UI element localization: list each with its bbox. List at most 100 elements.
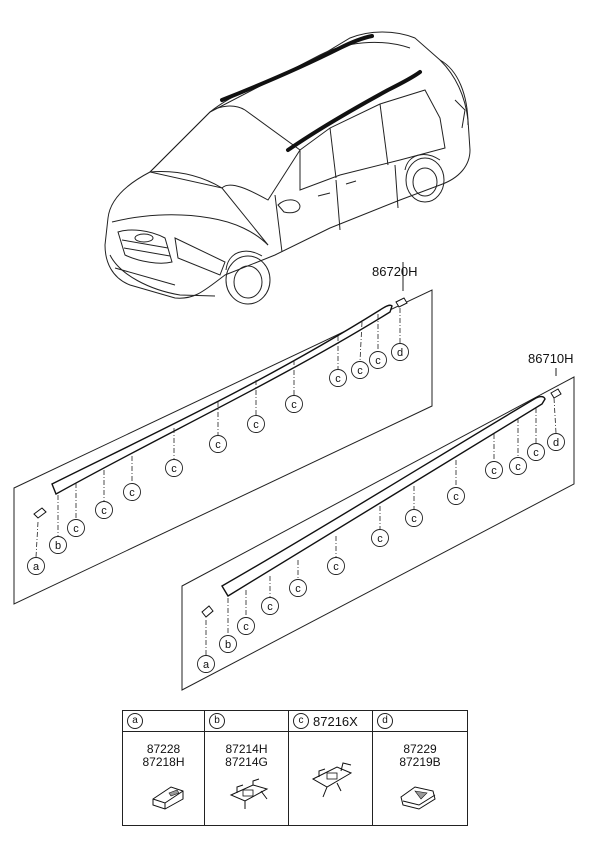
end-cap-a-part-image bbox=[152, 786, 184, 810]
callout-c: c bbox=[447, 487, 465, 505]
vehicle-roof-rails bbox=[220, 34, 422, 152]
callout-letter: c bbox=[243, 621, 249, 633]
legend-code: 87229 bbox=[403, 742, 437, 756]
callout-letter: c bbox=[453, 491, 459, 503]
callout-c: c bbox=[369, 351, 387, 369]
callout-letter: c bbox=[267, 601, 273, 613]
legend-code: 87228 bbox=[146, 742, 181, 756]
callout-c: c bbox=[123, 483, 141, 501]
callout-circle bbox=[67, 519, 85, 537]
callout-letter: c bbox=[73, 523, 79, 535]
clip-c-part-image bbox=[311, 762, 353, 798]
callout-c: c bbox=[327, 557, 345, 575]
callout-c: c bbox=[247, 415, 265, 433]
legend-codes-a: 87228 87218H bbox=[123, 743, 204, 769]
legend-codes-b: 87214H 87214G bbox=[205, 743, 288, 769]
callout-b: b bbox=[219, 635, 237, 653]
callout-letter: c bbox=[515, 461, 521, 473]
legend-header-text-c: 87216X bbox=[313, 713, 358, 729]
callout-letter: c bbox=[101, 505, 107, 517]
lower-roof-rail bbox=[221, 395, 546, 597]
legend-callout-a: a bbox=[127, 713, 143, 729]
callout-c: c bbox=[485, 461, 503, 479]
lower-part-number: 86710H bbox=[528, 351, 574, 366]
callout-c: c bbox=[285, 395, 303, 413]
callout-circle bbox=[527, 443, 545, 461]
callout-leader-line bbox=[553, 397, 557, 434]
callout-c: c bbox=[527, 443, 545, 461]
upper-end-cap-a bbox=[33, 507, 47, 519]
upper-rail-assembly: 86720H bbox=[13, 262, 433, 605]
legend-code: 87214H bbox=[225, 742, 268, 756]
end-cap-d-part-image bbox=[400, 786, 436, 810]
parts-legend-table: a 87228 87218H b 87214H 87214G c bbox=[122, 710, 468, 826]
callout-letter: c bbox=[215, 439, 221, 451]
callout-circle bbox=[371, 529, 389, 547]
callout-letter: b bbox=[55, 540, 61, 552]
callout-letter: c bbox=[129, 487, 135, 499]
callout-letter: c bbox=[411, 513, 417, 525]
callout-circle bbox=[351, 361, 369, 379]
callout-letter: c bbox=[375, 355, 381, 367]
callout-circle bbox=[237, 617, 255, 635]
callout-circle bbox=[95, 501, 113, 519]
callout-circle bbox=[123, 483, 141, 501]
bracket-b-part-image bbox=[229, 778, 269, 809]
callout-letter: d bbox=[397, 347, 403, 359]
callout-d: d bbox=[391, 343, 409, 361]
callout-c: c bbox=[351, 361, 369, 379]
vehicle-illustration bbox=[104, 31, 471, 305]
callout-letter: c bbox=[357, 365, 363, 377]
lower-assembly-frame bbox=[181, 376, 575, 691]
callout-leader-line bbox=[359, 321, 363, 362]
legend-callout-d: d bbox=[377, 713, 393, 729]
legend-header-c: c 87216X bbox=[289, 711, 372, 732]
callout-circle bbox=[247, 415, 265, 433]
callout-letter: c bbox=[253, 419, 259, 431]
callout-c: c bbox=[371, 529, 389, 547]
callout-letter: c bbox=[171, 463, 177, 475]
callout-circle bbox=[547, 433, 565, 451]
callout-letter: a bbox=[203, 659, 210, 671]
callout-letter: d bbox=[553, 437, 559, 449]
callout-letter: c bbox=[295, 583, 301, 595]
upper-part-number: 86720H bbox=[372, 264, 418, 279]
lower-end-cap-d bbox=[550, 388, 562, 399]
callout-letter: c bbox=[335, 373, 341, 385]
legend-header-d: d bbox=[373, 711, 467, 732]
legend-code: 87218H bbox=[142, 755, 185, 769]
callout-circle bbox=[391, 343, 409, 361]
callout-circle bbox=[289, 579, 307, 597]
callout-letter: c bbox=[291, 399, 297, 411]
callout-circle bbox=[405, 509, 423, 527]
lower-rail-assembly: 86710H bbox=[181, 351, 575, 691]
callout-c: c bbox=[237, 617, 255, 635]
callout-d: d bbox=[547, 433, 565, 451]
callout-letter: c bbox=[333, 561, 339, 573]
callout-circle bbox=[447, 487, 465, 505]
callout-b: b bbox=[49, 536, 67, 554]
callout-c: c bbox=[261, 597, 279, 615]
callout-circle bbox=[209, 435, 227, 453]
callout-circle bbox=[327, 557, 345, 575]
callout-c: c bbox=[67, 519, 85, 537]
legend-callout-c: c bbox=[293, 713, 309, 729]
callout-letter: c bbox=[491, 465, 497, 477]
legend-code: 87214G bbox=[225, 755, 268, 769]
legend-header-a: a bbox=[123, 711, 204, 732]
legend-codes-d: 87229 87219B bbox=[373, 743, 467, 769]
callout-c: c bbox=[329, 369, 347, 387]
upper-end-cap-d bbox=[395, 297, 408, 308]
callout-circle bbox=[27, 557, 45, 575]
callout-circle bbox=[329, 369, 347, 387]
callout-c: c bbox=[405, 509, 423, 527]
callout-circle bbox=[369, 351, 387, 369]
callout-c: c bbox=[165, 459, 183, 477]
callout-circle bbox=[509, 457, 527, 475]
callout-c: c bbox=[95, 501, 113, 519]
lower-end-cap-a bbox=[201, 605, 214, 618]
callout-leader-line bbox=[35, 521, 39, 558]
callout-c: c bbox=[289, 579, 307, 597]
